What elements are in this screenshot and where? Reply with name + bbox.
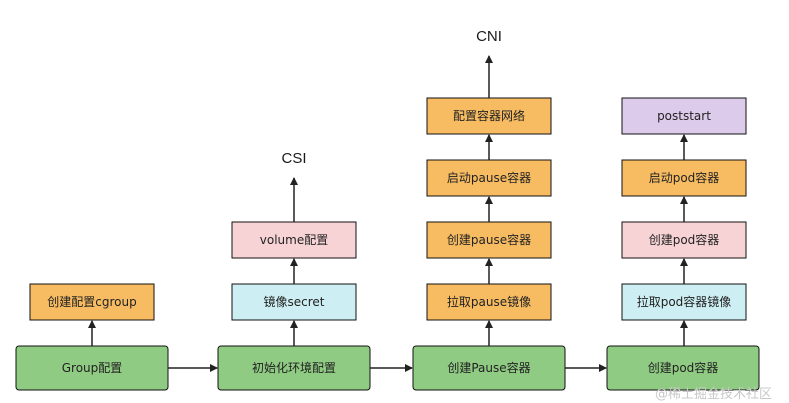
sub-step-box: 镜像secret <box>231 283 357 321</box>
sub-step-box: 拉取pause镜像 <box>426 283 552 321</box>
sub-step-rect <box>621 159 747 197</box>
sub-step-label: 镜像secret <box>264 294 325 309</box>
sub-step-rect <box>621 221 747 259</box>
sub-step-rect <box>426 221 552 259</box>
sub-step-box: volume配置 <box>231 221 357 259</box>
main-step-box: 初始化环境配置 <box>217 345 371 391</box>
sub-step-label: 拉取pause镜像 <box>447 294 531 309</box>
sub-step-rect <box>621 97 747 135</box>
main-step-label: Group配置 <box>62 361 123 375</box>
main-step-box: Group配置 <box>15 345 169 391</box>
sub-step-label: 创建pod容器 <box>649 232 720 247</box>
sub-step-box: 创建配置cgroup <box>29 283 155 321</box>
sub-step-rect <box>621 283 747 321</box>
sub-step-rect <box>426 97 552 135</box>
main-step-label: 创建Pause容器 <box>447 360 530 375</box>
sub-step-label: 创建pause容器 <box>447 232 531 247</box>
sub-step-rect <box>426 159 552 197</box>
sub-step-rect <box>426 283 552 321</box>
sub-step-rect <box>29 283 155 321</box>
sub-step-box: poststart <box>621 97 747 135</box>
sub-step-label: 启动pause容器 <box>447 170 531 185</box>
main-step-box: 创建Pause容器 <box>412 345 566 391</box>
sub-step-box: 创建pause容器 <box>426 221 552 259</box>
sub-step-box: 创建pod容器 <box>621 221 747 259</box>
sub-step-box: 启动pod容器 <box>621 159 747 197</box>
main-step-box: 创建pod容器 <box>606 345 760 391</box>
sub-step-label: volume配置 <box>260 233 328 247</box>
sub-step-box: 拉取pod容器镜像 <box>621 283 747 321</box>
sub-step-box: 配置容器网络 <box>426 97 552 135</box>
sub-step-rect <box>231 283 357 321</box>
main-step-label: 初始化环境配置 <box>252 360 336 375</box>
sub-step-label: poststart <box>657 109 711 123</box>
sub-step-label: 启动pod容器 <box>649 170 720 185</box>
watermark-text: @稀土掘金技术社区 <box>655 386 772 402</box>
sub-step-box: 启动pause容器 <box>426 159 552 197</box>
sub-step-label: 拉取pod容器镜像 <box>637 294 732 309</box>
sub-step-label: 创建配置cgroup <box>47 295 136 309</box>
csi-label: CSI <box>281 150 306 167</box>
main-step-label: 创建pod容器 <box>648 360 719 375</box>
main-step-rect <box>606 345 760 391</box>
cni-label: CNI <box>476 28 502 45</box>
sub-step-label: 配置容器网络 <box>453 108 525 123</box>
